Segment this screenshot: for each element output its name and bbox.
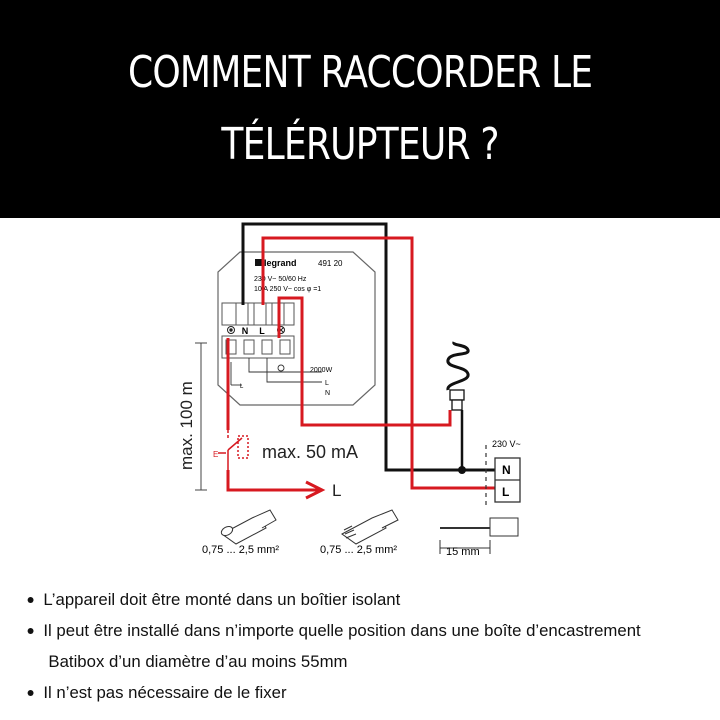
- pushbutton-icon: [218, 430, 249, 470]
- supply-terminal-block: [494, 457, 521, 503]
- note-item-3: Il n’est pas nécessaire de le fixer: [0, 677, 710, 708]
- red-wire-pushbutton: [226, 338, 320, 492]
- module-body: [217, 251, 376, 406]
- title-banner: COMMENT RACCORDER LE TÉLÉRUPTEUR ?: [0, 0, 720, 218]
- spec-voltage: 230 V~ 50/60 Hz: [254, 276, 307, 283]
- pushbutton-e-label: E: [213, 450, 218, 459]
- max-length-dimension: [195, 342, 207, 491]
- note-item-1: L’appareil doit être monté dans un boîti…: [0, 584, 710, 615]
- supply-n-label: N: [502, 463, 511, 477]
- schematic-out-l: L: [325, 380, 329, 387]
- model-number: 491 20: [318, 259, 343, 268]
- schematic-out-n: N: [325, 390, 330, 397]
- notes-list: L’appareil doit être monté dans un boîti…: [0, 584, 720, 708]
- brand-label: legrand: [264, 258, 297, 268]
- strip-length-icon: [439, 517, 519, 554]
- stranded-wire-icon: [341, 509, 399, 545]
- page-title-line-2: TÉLÉRUPTEUR ?: [221, 119, 499, 170]
- wire-section-2: 0,75 ... 2,5 mm²: [320, 544, 397, 556]
- page-title-line-1: COMMENT RACCORDER LE: [127, 47, 593, 98]
- terminal-label-l: L: [259, 326, 265, 336]
- wiring-diagram: N L legrand 491 20 230 V~ 50/60 Hz 10 A …: [177, 222, 521, 558]
- supply-l-label: L: [502, 485, 509, 499]
- terminal-symbols: [227, 326, 285, 334]
- compact-lamp-icon: [446, 341, 470, 411]
- spec-current: 10 A 250 V~ cos φ =1: [254, 286, 321, 293]
- schematic-mini-l: L: [240, 384, 244, 390]
- pushbutton-arrow: [305, 480, 326, 500]
- note-item-2: Il peut être installé dans n’importe que…: [0, 615, 710, 646]
- pushbutton-l-label: L: [332, 481, 341, 500]
- supply-voltage-label: 230 V~: [492, 439, 521, 449]
- terminal-block-bottom: [221, 335, 295, 359]
- strip-length-label: 15 mm: [446, 546, 480, 558]
- lamp-power-label: 2000W: [310, 367, 333, 374]
- internal-schematic: [230, 358, 322, 386]
- black-wire-neutral: [241, 222, 500, 472]
- red-wire-phase: [261, 236, 500, 490]
- junction-dot: [458, 466, 466, 474]
- terminal-label-n: N: [242, 326, 249, 336]
- note-item-2-continuation: Batibox d’un diamètre d’au moins 55mm: [48, 652, 348, 671]
- wire-section-1: 0,75 ... 2,5 mm²: [202, 544, 279, 556]
- terminal-block-top: [221, 302, 295, 326]
- max-length-label: max. 100 m: [177, 381, 196, 470]
- pushbutton-current-label: max. 50 mA: [262, 442, 358, 462]
- red-wire-lamp: [277, 296, 452, 427]
- solid-wire-icon: [220, 509, 277, 545]
- legrand-logo-mark: [255, 259, 262, 266]
